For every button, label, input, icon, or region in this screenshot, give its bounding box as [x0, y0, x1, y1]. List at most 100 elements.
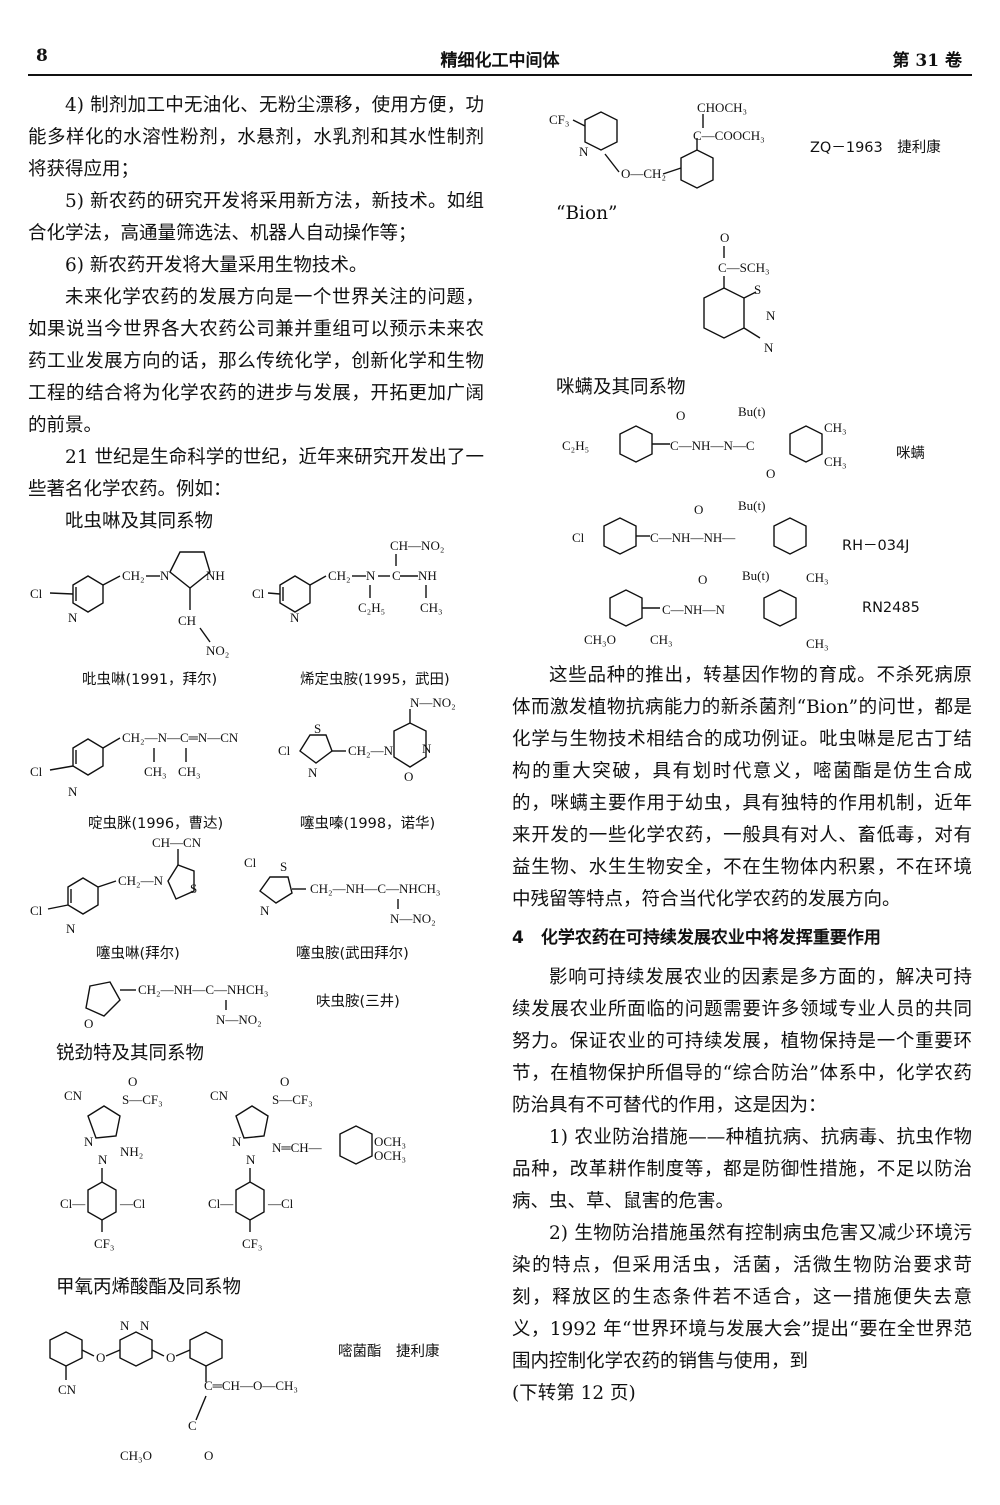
svg-text:CN: CN: [210, 1088, 229, 1103]
svg-text:N: N: [764, 340, 774, 355]
svg-text:CN: CN: [58, 1382, 77, 1397]
svg-text:CF₃: CF₃: [242, 1236, 262, 1251]
continuation-note: (下转第 12 页): [512, 1383, 636, 1404]
svg-text:O: O: [84, 1016, 93, 1031]
svg-text:CH₃: CH₃: [806, 570, 829, 585]
svg-text:S: S: [754, 282, 761, 297]
svg-text:N: N: [68, 610, 78, 625]
paragraph: 4) 制剂加工中无油化、无粉尘漂移，使用方便，功能多样化的水溶性粉剂，水悬剂，水…: [28, 95, 484, 180]
section-heading: 4 化学农药在可持续发展农业中将发挥重要作用: [512, 928, 881, 948]
svg-text:N—NO₂: N—NO₂: [390, 911, 436, 926]
svg-text:Cl: Cl: [278, 743, 291, 758]
svg-text:C: C: [392, 568, 401, 583]
svg-text:NO₂: NO₂: [206, 643, 229, 658]
svg-text:C—NH—N: C—NH—N: [662, 602, 725, 617]
svg-text:S—CF₃: S—CF₃: [122, 1092, 163, 1107]
svg-text:C—NH—N—C: C—NH—N—C: [670, 438, 755, 453]
volume-label: 第 31 卷: [892, 51, 963, 71]
caption: ZQ－1963 捷利康: [810, 140, 941, 156]
imidacloprid-structure: Cl N CH₂ N NH CH NO₂: [30, 551, 229, 658]
section-subheading: 吡虫啉及其同系物: [65, 511, 214, 532]
caption: 噻虫胺(武田拜尔): [296, 946, 409, 962]
clothianidin-structure: Cl SN CH₂—NH—C—NHCH₃ N—NO₂: [244, 855, 440, 926]
paragraph: 1) 农业防治措施——种植抗病、抗病毒、抗虫作物品种，改革耕作制度等，都是防御性…: [512, 1127, 972, 1212]
svg-text:CH₃: CH₃: [824, 420, 847, 435]
section-subheading: 锐劲特及其同系物: [56, 1043, 205, 1064]
caption: 呋虫胺(三井): [316, 994, 400, 1010]
svg-text:Cl: Cl: [572, 530, 585, 545]
nitenpyram-structure: Cl N CH₂ N C NH CH—NO₂ C₂H₅ CH₃: [252, 538, 444, 625]
svg-text:O: O: [676, 408, 685, 423]
svg-text:CH: CH: [178, 613, 196, 628]
svg-text:Cl—: Cl—: [60, 1196, 86, 1211]
svg-text:—Cl: —Cl: [267, 1196, 294, 1211]
svg-text:N: N: [366, 568, 376, 583]
svg-text:N: N: [160, 568, 170, 583]
svg-text:N: N: [579, 144, 589, 159]
svg-text:CF₃: CF₃: [94, 1236, 114, 1251]
svg-text:N—NO₂: N—NO₂: [410, 695, 456, 710]
svg-text:CH₂—NH—C—NHCH₃: CH₂—NH—C—NHCH₃: [310, 881, 440, 896]
svg-text:O—CH₂: O—CH₂: [621, 166, 666, 181]
caption: 咪螨: [896, 446, 925, 462]
acetamiprid-structure: Cl N CH₂—N—C═N—CN CH₃ CH₃: [30, 730, 239, 799]
svg-text:N: N: [246, 1152, 256, 1167]
svg-text:N: N: [66, 921, 76, 935]
svg-text:N: N: [308, 765, 318, 780]
svg-text:CH₂—N—C═N—CN: CH₂—N—C═N—CN: [122, 730, 239, 745]
svg-text:N: N: [260, 903, 270, 918]
caption: 烯定虫胺(1995，武田): [300, 672, 450, 688]
svg-text:O: O: [720, 230, 729, 245]
svg-text:O: O: [128, 1074, 137, 1089]
svg-text:O: O: [166, 1350, 175, 1365]
svg-text:CF₃: CF₃: [549, 112, 569, 127]
svg-text:N—NO₂: N—NO₂: [216, 1012, 262, 1027]
paragraph: 21 世纪是生命科学的世纪，近年来研究开发出了一些著名化学农药。例如：: [28, 447, 484, 500]
svg-text:CH₂: CH₂: [328, 568, 351, 583]
caption: 嘧菌酯 捷利康: [338, 1344, 440, 1360]
svg-text:—Cl: —Cl: [119, 1196, 146, 1211]
caption: 啶虫脒(1996，曹达): [88, 816, 224, 832]
paragraph: 未来化学农药的发展方向是一个世界关注的问题，如果说当今世界各大农药公司兼并重组可…: [28, 287, 484, 436]
svg-text:O: O: [404, 769, 413, 784]
svg-text:O: O: [766, 466, 775, 481]
svg-text:N: N: [422, 741, 432, 756]
svg-text:NH₂: NH₂: [120, 1144, 143, 1159]
paragraph: 6) 新农药开发将大量采用生物技术。: [65, 255, 368, 276]
section-subheading: 甲氧丙烯酸酯及同系物: [56, 1277, 242, 1298]
svg-text:CH₂: CH₂: [122, 568, 145, 583]
svg-text:CH₃: CH₃: [806, 636, 829, 651]
svg-text:CH—CN: CH—CN: [152, 835, 202, 850]
svg-text:N: N: [232, 1134, 242, 1149]
caption: RN2485: [862, 600, 920, 616]
svg-text:CH₃: CH₃: [144, 764, 167, 779]
paragraph: 5) 新农药的研究开发将采用新方法，新技术。如组合化学法，高通量筛选法、机器人自…: [28, 191, 484, 244]
svg-text:Bu(t): Bu(t): [738, 498, 765, 513]
svg-text:CH₃: CH₃: [420, 600, 443, 615]
caption: 吡虫啉(1991，拜尔): [82, 672, 218, 688]
svg-text:N: N: [766, 308, 776, 323]
caption: RH－034J: [842, 538, 910, 554]
svg-text:CH₂—N: CH₂—N: [348, 743, 394, 758]
svg-text:Bu(t): Bu(t): [738, 404, 765, 419]
svg-text:Cl: Cl: [244, 855, 257, 870]
svg-text:Cl: Cl: [30, 586, 43, 601]
section-subheading: 咪螨及其同系物: [556, 377, 686, 398]
svg-text:CH—NO₂: CH—NO₂: [390, 538, 444, 553]
svg-text:O: O: [96, 1350, 105, 1365]
svg-text:Cl: Cl: [30, 903, 43, 918]
svg-text:CH₃: CH₃: [824, 454, 847, 469]
svg-text:CN: CN: [64, 1088, 83, 1103]
svg-text:Cl: Cl: [30, 764, 43, 779]
paragraph: 这些品种的推出，转基因作物的育成。不杀死病原体而激发植物抗病能力的新杀菌剂“Bi…: [512, 665, 972, 910]
svg-text:O: O: [280, 1074, 289, 1089]
svg-text:Bu(t): Bu(t): [742, 568, 769, 583]
bion-label: “Bion”: [556, 203, 618, 224]
page-header: 8 精细化工中间体 第 31 卷: [28, 44, 972, 76]
svg-text:CH₂—N: CH₂—N: [118, 873, 164, 888]
paragraph: 2) 生物防治措施虽然有控制病虫危害又减少环境污染的特点，但采用活虫，活菌，活微…: [512, 1223, 972, 1372]
svg-text:N: N: [290, 610, 300, 625]
